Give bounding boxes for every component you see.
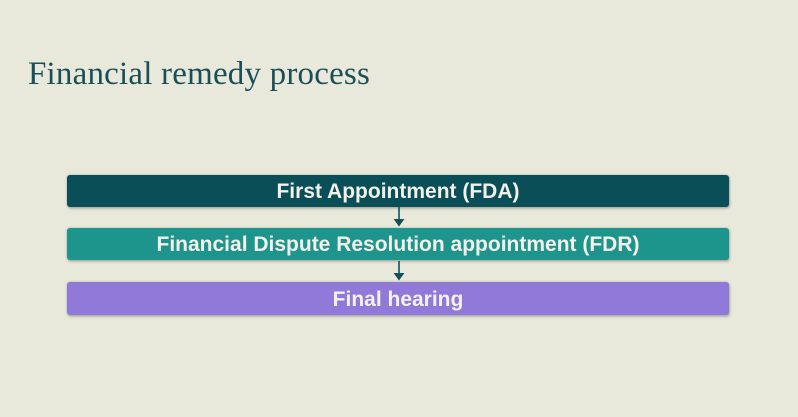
page-title: Financial remedy process (28, 56, 371, 92)
flow-step-label: First Appointment (FDA) (276, 180, 520, 203)
flow-step-first-appointment: First Appointment (FDA) (67, 175, 729, 207)
flow-step-fdr-appointment: Financial Dispute Resolution appointment… (67, 228, 729, 260)
flow-step-final-hearing: Final hearing (67, 282, 729, 315)
flow-step-label: Final hearing (332, 287, 464, 311)
down-arrow-icon (391, 261, 407, 281)
down-arrow-icon (391, 207, 407, 227)
flow-step-label: Financial Dispute Resolution appointment… (156, 233, 640, 256)
